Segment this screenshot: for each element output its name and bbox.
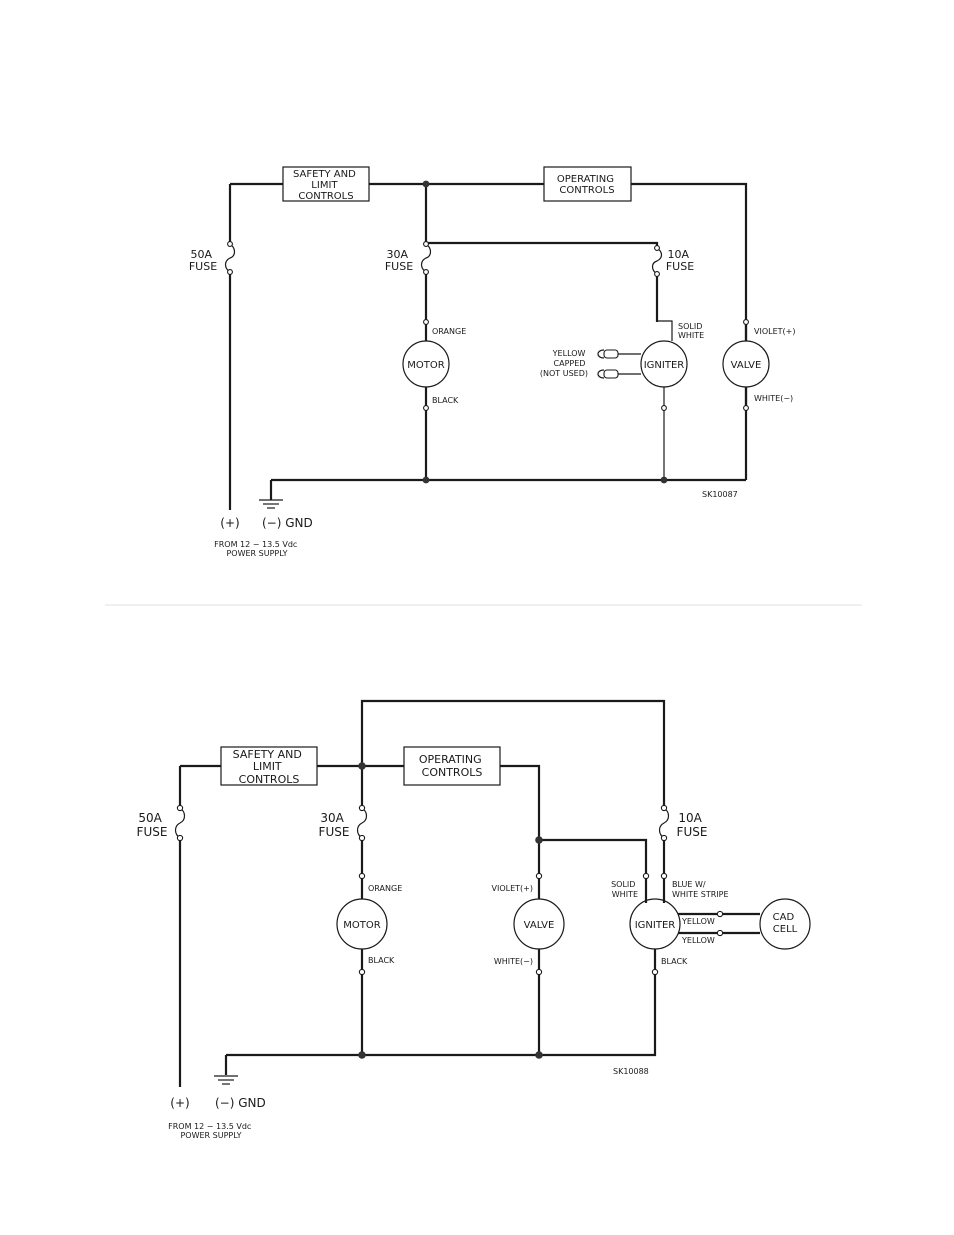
wire-color-yellow-1: YELLOW xyxy=(681,917,715,926)
safety-limit-box xyxy=(282,166,370,202)
junction xyxy=(535,836,543,844)
ground-terminal-label: (−) GND xyxy=(215,1096,266,1110)
fuse-10a-symbol xyxy=(658,807,670,839)
wire-color-yellow-2: YELLOW xyxy=(681,936,715,945)
fuse-30a-label: 30A FUSE xyxy=(319,811,350,839)
wire xyxy=(539,838,648,876)
safety-limit-box xyxy=(220,746,318,786)
terminals xyxy=(176,804,724,976)
power-supply-label: FROM 12 − 13.5 Vdc POWER SUPPLY xyxy=(168,1122,254,1140)
wire xyxy=(539,972,657,1057)
safety-box-label: SAFETY AND LIMIT CONTROLS xyxy=(293,169,359,202)
ground-symbol xyxy=(214,1075,238,1085)
wire-color-solid-white: SOLID WHITE xyxy=(678,322,705,340)
operating-box-label: OPERATING CONTROLS xyxy=(419,753,485,779)
fuse-50a-label: 50A FUSE xyxy=(189,248,217,273)
fuse-30a-label: 30A FUSE xyxy=(385,248,413,273)
wire-color-orange: ORANGE xyxy=(432,327,466,336)
junction xyxy=(358,762,366,770)
wire-color-solid-white: SOLID WHITE xyxy=(611,880,638,899)
drawing-number: SK10087 xyxy=(702,490,738,499)
yellow-capped-label: YELLOW CAPPED (NOT USED) xyxy=(540,349,588,378)
junction xyxy=(660,476,668,484)
igniter-label: IGNITER xyxy=(644,360,685,371)
junction xyxy=(422,476,430,484)
fuse-50a-label: 50A FUSE xyxy=(137,811,168,839)
power-supply-label: FROM 12 − 13.5 Vdc POWER SUPPLY xyxy=(214,540,300,558)
cad-cell-circle xyxy=(759,898,811,950)
wire-color-black-motor: BLACK xyxy=(368,956,395,965)
junction xyxy=(535,1051,543,1059)
wire xyxy=(500,764,541,876)
fuse-10a-symbol xyxy=(651,247,663,275)
wire-color-blue-white-stripe: BLUE W/ WHITE STRIPE xyxy=(672,880,729,899)
fuse-30a-symbol xyxy=(420,243,432,273)
wire xyxy=(360,699,666,808)
fuse-50a-symbol xyxy=(224,243,236,273)
wire-color-orange: ORANGE xyxy=(368,884,402,893)
operating-controls-box xyxy=(543,166,632,202)
capped-leads xyxy=(597,349,641,379)
operating-controls-box xyxy=(403,746,501,786)
valve-label: VALVE xyxy=(524,920,555,931)
wire-color-black: BLACK xyxy=(432,396,459,405)
junction xyxy=(422,180,430,188)
ground-terminal-label: (−) GND xyxy=(262,516,313,530)
plus-terminal-label: (+) xyxy=(170,1096,189,1110)
plus-terminal-label: (+) xyxy=(220,516,239,530)
fuse-30a-symbol xyxy=(356,807,368,839)
wire-color-violet: VIOLET(+) xyxy=(492,884,533,893)
diagram-sk10088: SAFETY AND LIMIT CONTROLS OPERATING CONT… xyxy=(137,699,811,1140)
drawing-number: SK10088 xyxy=(613,1067,649,1076)
motor-label: MOTOR xyxy=(407,360,444,371)
operating-box-label: OPERATING CONTROLS xyxy=(557,174,617,196)
terminals xyxy=(227,241,749,411)
fuse-50a-symbol xyxy=(174,807,186,839)
cad-cell-label: CAD CELL xyxy=(773,912,798,935)
fuse-10a-label: 10A FUSE xyxy=(677,811,708,839)
wire xyxy=(657,320,673,341)
diagram-sk10087: SAFETY AND LIMIT CONTROLS OPERATING CONT… xyxy=(189,166,795,558)
wire-color-white: WHITE(−) xyxy=(494,957,533,966)
wire-color-white: WHITE(−) xyxy=(754,394,793,403)
junction xyxy=(358,1051,366,1059)
valve-label: VALVE xyxy=(731,360,762,371)
wire-color-black-igniter: BLACK xyxy=(661,957,688,966)
wire xyxy=(426,241,659,248)
ground-symbol xyxy=(259,499,283,509)
safety-box-label: SAFETY AND LIMIT CONTROLS xyxy=(233,748,306,786)
igniter-label: IGNITER xyxy=(635,920,676,931)
fuse-10a-label: 10A FUSE xyxy=(666,248,694,273)
wire-color-violet: VIOLET(+) xyxy=(754,327,795,336)
motor-label: MOTOR xyxy=(343,920,380,931)
